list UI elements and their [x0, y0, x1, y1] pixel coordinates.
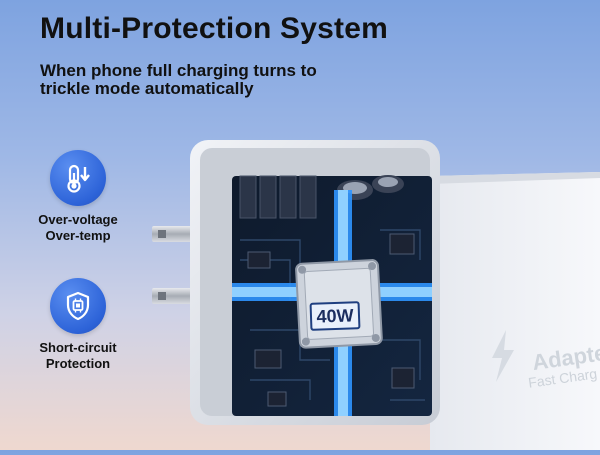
feature-short-circuit: Short-circuit Protection	[18, 278, 138, 372]
thermometer-arrow-icon	[50, 150, 106, 206]
feature-label-line2: Protection	[45, 356, 111, 371]
wattage-label: 40W	[309, 301, 361, 331]
subheadline: When phone full charging turns to trickl…	[40, 61, 317, 98]
feature-label-line2: Over-temp	[45, 228, 111, 243]
shield-chip-icon	[50, 278, 106, 334]
feature-label-line1: Short-circuit	[39, 340, 117, 355]
headline: Multi-Protection System	[40, 12, 388, 45]
feature-over-voltage: Over-voltage Over-temp	[18, 150, 138, 244]
feature-label-line1: Over-voltage	[38, 212, 118, 227]
